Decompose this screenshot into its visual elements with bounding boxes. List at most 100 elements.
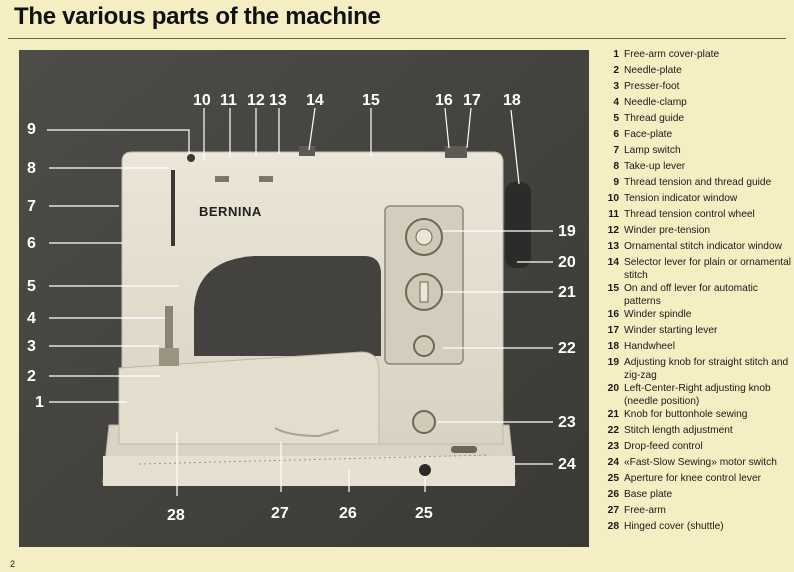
callout-7: 7 xyxy=(27,198,36,215)
callout-11: 11 xyxy=(220,92,237,109)
callout-1: 1 xyxy=(35,394,44,411)
callout-27: 27 xyxy=(271,505,289,522)
legend-text: Tension indicator window xyxy=(624,193,738,204)
legend-number: 6 xyxy=(613,129,619,140)
callout-lines xyxy=(47,107,553,496)
sewing-machine-illustration: BERNINA xyxy=(19,50,589,547)
legend-number: 20 xyxy=(607,383,619,394)
legend-text: Winder spindle xyxy=(624,309,692,320)
legend-item: 2 Needle-plate xyxy=(598,64,792,80)
legend-item: 1 Free-arm cover-plate xyxy=(598,48,792,64)
legend-item: 20 Left-Center-Right adjusting knob (need… xyxy=(598,382,792,408)
legend-item: 21 Knob for buttonhole sewing xyxy=(598,408,792,424)
legend-number: 12 xyxy=(607,225,619,236)
legend-text: Thread tension control wheel xyxy=(624,209,755,220)
title-divider xyxy=(8,38,786,39)
callout-13: 13 xyxy=(269,92,287,109)
legend-text: Needle-plate xyxy=(624,65,682,76)
legend-number: 27 xyxy=(607,505,619,516)
legend-number: 22 xyxy=(607,425,619,436)
parts-legend: 1 Free-arm cover-plate 2 Needle-plate 3 Press… xyxy=(598,48,792,536)
callout-9: 9 xyxy=(27,121,36,138)
legend-text: Winder starting lever xyxy=(624,325,718,336)
legend-item: 25 Aperture for knee control lever xyxy=(598,472,792,488)
legend-text: Knob for buttonhole sewing xyxy=(624,409,748,420)
legend-text: Ornamental stitch indicator window xyxy=(624,241,782,252)
legend-number: 18 xyxy=(607,341,619,352)
callout-numbers: 9 8 7 6 5 4 3 2 1 10 11 12 13 14 15 16 1… xyxy=(27,92,576,524)
legend-item: 16 Winder spindle xyxy=(598,308,792,324)
legend-text: Stitch length adjustment xyxy=(624,425,733,436)
brand-label: BERNINA xyxy=(199,204,262,219)
legend-number: 13 xyxy=(607,241,619,252)
legend-text: Winder pre-tension xyxy=(624,225,711,236)
legend-item: 17 Winder starting lever xyxy=(598,324,792,340)
legend-text: Presser-foot xyxy=(624,81,680,92)
legend-item: 7 Lamp switch xyxy=(598,144,792,160)
legend-number: 21 xyxy=(607,409,619,420)
callout-28: 28 xyxy=(167,507,185,524)
callout-18: 18 xyxy=(503,92,521,109)
callout-24: 24 xyxy=(558,456,576,473)
legend-number: 19 xyxy=(607,357,619,368)
legend-number: 7 xyxy=(613,145,619,156)
legend-number: 24 xyxy=(607,457,619,468)
legend-number: 4 xyxy=(613,97,619,108)
callout-21: 21 xyxy=(558,284,576,301)
legend-text: Aperture for knee control lever xyxy=(624,473,762,484)
legend-text: Hinged cover (shuttle) xyxy=(624,521,724,532)
legend-item: 24 «Fast-Slow Sewing» motor switch xyxy=(598,456,792,472)
legend-item: 6 Face-plate xyxy=(598,128,792,144)
legend-text: Free-arm cover-plate xyxy=(624,49,720,60)
legend-text: Base plate xyxy=(624,489,673,500)
legend-text: «Fast-Slow Sewing» motor switch xyxy=(624,457,777,468)
callout-22: 22 xyxy=(558,340,576,357)
callout-16: 16 xyxy=(435,92,453,109)
page-title: The various parts of the machine xyxy=(14,3,381,30)
legend-text: Free-arm xyxy=(624,505,666,516)
callout-10: 10 xyxy=(193,92,211,109)
legend-number: 3 xyxy=(613,81,619,92)
legend-text: Face-plate xyxy=(624,129,673,140)
callout-15: 15 xyxy=(362,92,380,109)
legend-text: On and off lever for automatic patterns xyxy=(624,283,759,307)
legend-text: Lamp switch xyxy=(624,145,681,156)
callout-12: 12 xyxy=(247,92,265,109)
callout-17: 17 xyxy=(463,92,481,109)
legend-item: 22 Stitch length adjustment xyxy=(598,424,792,440)
legend-number: 2 xyxy=(613,65,619,76)
machine-photo: BERNINA xyxy=(19,50,589,547)
legend-number: 16 xyxy=(607,309,619,320)
legend-number: 10 xyxy=(607,193,619,204)
callout-8: 8 xyxy=(27,160,36,177)
legend-number: 25 xyxy=(607,473,619,484)
legend-text: Needle-clamp xyxy=(624,97,687,108)
callout-4: 4 xyxy=(27,310,36,327)
legend-number: 1 xyxy=(613,49,619,60)
legend-number: 5 xyxy=(613,113,619,124)
legend-number: 17 xyxy=(607,325,619,336)
callout-2: 2 xyxy=(27,368,36,385)
legend-number: 14 xyxy=(607,257,619,268)
legend-text: Selector lever for plain or ornamental s… xyxy=(624,257,792,281)
page-number: 2 xyxy=(10,559,16,569)
callout-23: 23 xyxy=(558,414,576,431)
legend-text: Left-Center-Right adjusting knob (needle… xyxy=(624,383,771,407)
legend-item: 10 Tension indicator window xyxy=(598,192,792,208)
legend-item: 15 On and off lever for automatic pattern… xyxy=(598,282,792,308)
callout-6: 6 xyxy=(27,235,36,252)
callout-19: 19 xyxy=(558,223,576,240)
legend-item: 3 Presser-foot xyxy=(598,80,792,96)
legend-item: 14 Selector lever for plain or ornamental… xyxy=(598,256,792,282)
legend-number: 8 xyxy=(613,161,619,172)
callout-3: 3 xyxy=(27,338,36,355)
legend-number: 15 xyxy=(607,283,619,294)
legend-item: 12 Winder pre-tension xyxy=(598,224,792,240)
